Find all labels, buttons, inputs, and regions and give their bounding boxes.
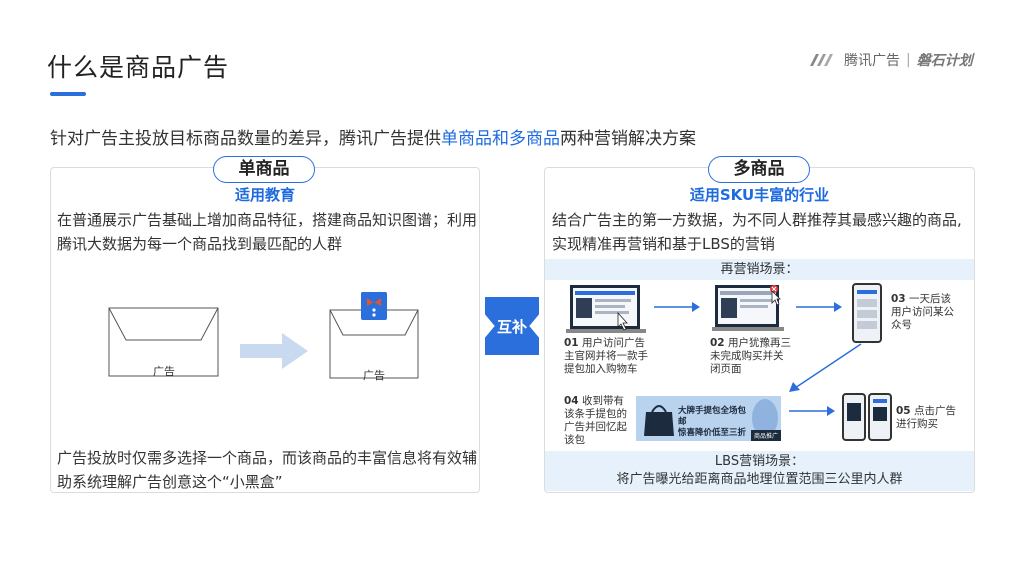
subtitle-after: 两种营销解决方案 <box>560 129 696 149</box>
closed-page-screenshot-icon <box>712 285 784 331</box>
step-01: 01 用户访问广告主官网并将一款手提包加入购物车 <box>564 337 648 375</box>
ad-banner-text: 大牌手提包全场包邮 惊喜降价低至三折 <box>678 406 747 438</box>
ad-box-product-label: 广告 <box>363 369 385 382</box>
single-product-desc: 在普通展示广告基础上增加商品特征，搭建商品知识图谱；利用腾讯大数据为每一个商品找… <box>57 211 478 253</box>
multi-product-pill: 多商品 <box>708 156 810 183</box>
single-product-pill: 单商品 <box>213 156 315 183</box>
single-product-heading: 适用教育 <box>234 186 295 204</box>
step-04: 04 收到带有该条手提包的广告并回忆起该包 <box>564 395 627 446</box>
ad-box-with-product-icon <box>329 292 419 379</box>
multi-product-desc: 结合广告主的第一方数据，为不同人群推荐其最感兴趣的商品,实现精准再营销和基于LB… <box>552 211 962 253</box>
step-05: 05 点击广告进行购买 <box>896 405 956 430</box>
brand-sub: 磐石计划 <box>916 53 973 69</box>
arrow-right-icon <box>654 302 700 312</box>
ad-banner-tag: 商品推广 <box>750 430 781 441</box>
single-product-footer: 广告投放时仅需多选择一个商品，而该商品的丰富信息将有效辅助系统理解广告创意这个“… <box>57 449 478 491</box>
arrow-right-icon <box>796 302 842 312</box>
right-arrow-icon <box>240 333 308 369</box>
complement-connector: 互补 <box>485 297 539 355</box>
ad-box-label: 广告 <box>153 365 175 378</box>
handbag-icon <box>644 405 674 436</box>
lbs-band: LBS营销场景： 将广告曝光给距离商品地理位置范围三公里内人群 <box>545 451 974 491</box>
phone-icon <box>852 283 882 343</box>
product-ad-banner: 大牌手提包全场包邮 惊喜降价低至三折 商品推广 <box>636 396 781 441</box>
subtitle-highlight: 单商品和多商品 <box>441 129 560 149</box>
remarketing-band: 再营销场景： <box>545 259 974 280</box>
brand-divider: | <box>906 52 911 68</box>
tencent-ads-logo-icon <box>810 54 833 66</box>
subtitle-before: 针对广告主投放目标商品数量的差异，腾讯广告提供 <box>50 129 441 149</box>
step-03: 03 一天后该用户访问某公众号 <box>891 293 954 331</box>
step-02: 02 用户犹豫再三未完成购买并关闭页面 <box>710 337 791 375</box>
title-underline <box>50 92 86 96</box>
multi-product-heading: 适用SKU丰富的行业 <box>689 186 830 204</box>
laptop-screenshot-icon <box>566 285 646 333</box>
page-title: 什么是商品广告 <box>47 53 230 82</box>
phone-icon <box>842 393 866 441</box>
phone-icon <box>868 393 892 441</box>
lbs-title: LBS营销场景： <box>714 454 805 469</box>
arrow-right-icon <box>789 406 835 416</box>
arrow-diagonal-icon <box>789 343 862 392</box>
ad-box-icon <box>108 307 219 377</box>
brand-name: 腾讯广告 <box>844 53 900 69</box>
lbs-desc: 将广告曝光给距离商品地理位置范围三公里内人群 <box>616 472 903 487</box>
brand-logo: 腾讯广告 | 磐石计划 <box>808 50 973 70</box>
subtitle: 针对广告主投放目标商品数量的差异，腾讯广告提供单商品和多商品两种营销解决方案 <box>50 124 696 149</box>
